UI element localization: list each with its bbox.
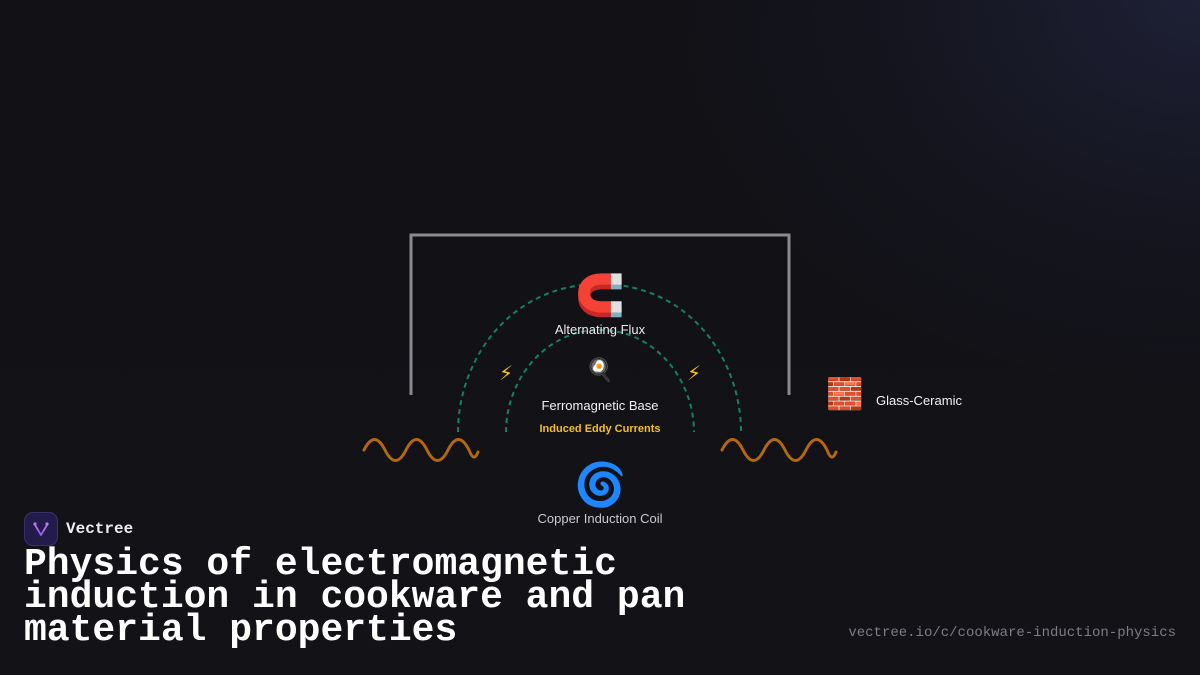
magnet-icon: 🧲: [575, 273, 625, 319]
field-line-outer: [457, 282, 742, 433]
coil-wave-left: [362, 438, 480, 462]
alternating-flux-label: Alternating Flux: [554, 322, 646, 337]
brand-name: Vectree: [66, 520, 134, 538]
coil-wave-right: [720, 438, 838, 462]
glass-ceramic-label: Glass-Ceramic: [876, 393, 962, 408]
pan-outline: [409, 233, 791, 395]
frying-pan-icon: 🍳: [586, 358, 614, 383]
eddy-currents-label: Induced Eddy Currents: [539, 423, 661, 435]
brick-icon: 🧱: [826, 377, 864, 412]
ferromagnetic-base-label: Ferromagnetic Base: [541, 398, 659, 413]
lightning-bolt-icon: ⚡: [686, 361, 702, 385]
copper-coil-label: Copper Induction Coil: [537, 511, 663, 526]
page-title: Physics of electromagnetic induction in …: [24, 543, 686, 652]
field-line-inner: [505, 328, 695, 433]
brand: Vectree: [24, 512, 133, 546]
spiral-coil-icon: 🌀: [574, 460, 627, 509]
source-url: vectree.io/c/cookware-induction-physics: [848, 625, 1176, 641]
vectree-logo-icon: [24, 512, 58, 546]
lightning-bolt-icon: ⚡: [498, 361, 514, 385]
